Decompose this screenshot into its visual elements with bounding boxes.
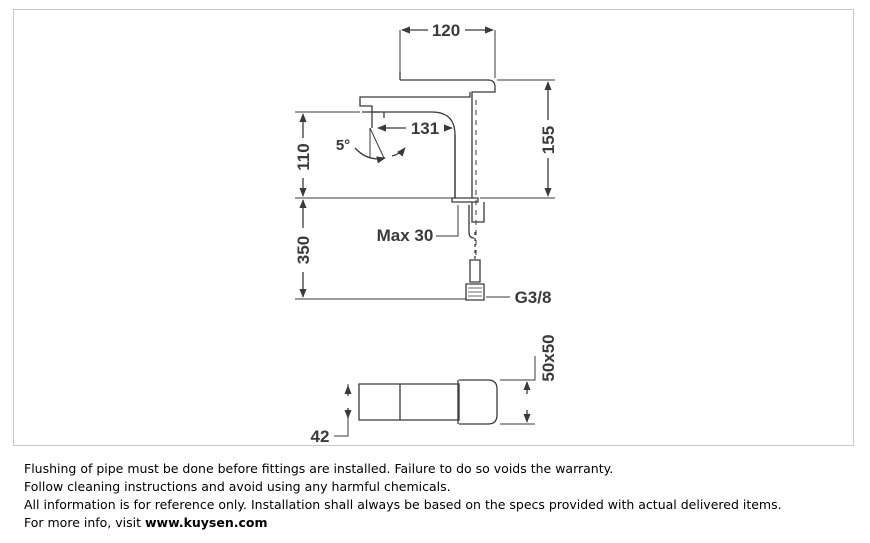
dim-text-50x50: 50x50	[539, 334, 558, 381]
drawing-frame	[13, 9, 854, 446]
technical-drawing: 120 155 131 5° 110 350 Max 30 G3/8 50x50…	[294, 21, 558, 446]
website-link[interactable]: www.kuysen.com	[144, 515, 268, 530]
dim-text-110: 110	[294, 143, 313, 170]
dim-110	[295, 111, 452, 199]
dim-angle	[354, 127, 406, 164]
note-cleaning: Follow cleaning instructions and avoid u…	[24, 479, 451, 494]
dim-text-42: 42	[311, 427, 330, 446]
dim-text-thread: G3/8	[515, 288, 552, 307]
note-reference: All information is for reference only. I…	[24, 497, 782, 512]
dim-text-120: 120	[432, 21, 460, 40]
dim-155	[480, 79, 555, 199]
note-more-info-text: For more info, visit	[24, 515, 145, 530]
dim-text-350: 350	[294, 236, 313, 264]
dim-120	[399, 26, 496, 78]
dim-350	[295, 199, 466, 300]
faucet-body	[359, 72, 496, 301]
dim-text-155: 155	[539, 126, 558, 154]
dim-max30	[436, 205, 459, 237]
dim-text-angle: 5°	[336, 137, 350, 154]
notes-block: Flushing of pipe must be done before fit…	[24, 460, 854, 532]
faucet-plan-view	[334, 356, 536, 437]
note-flushing: Flushing of pipe must be done before fit…	[24, 461, 614, 476]
note-more-info: For more info, visit www.kuysen.com	[24, 514, 854, 532]
dim-text-max30: Max 30	[377, 226, 434, 245]
dim-text-131: 131	[411, 119, 439, 138]
